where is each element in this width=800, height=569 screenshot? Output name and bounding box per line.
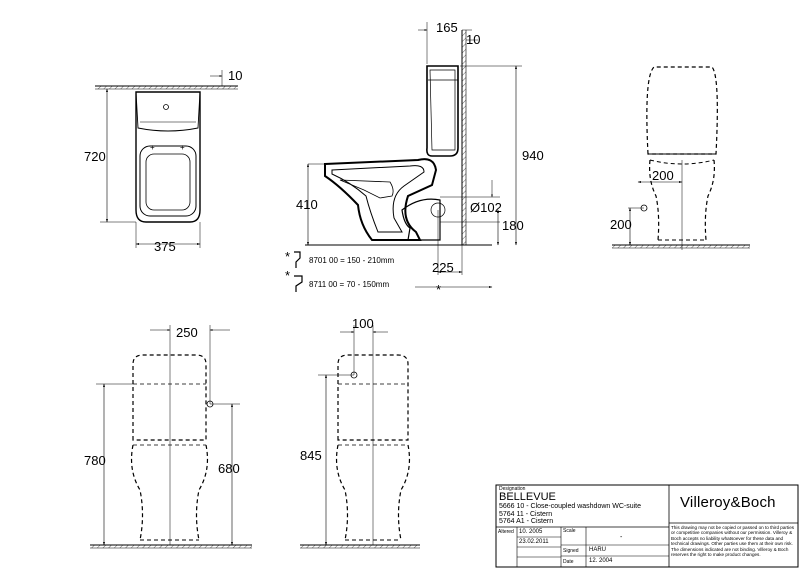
front-view-left: 250 780 680 xyxy=(84,325,252,549)
front-left-connection-label: 680 xyxy=(218,461,240,476)
altered-date-2: 23.02.2011 xyxy=(519,539,549,545)
product-line: 5666 10 - Close-coupled washdown WC-suit… xyxy=(499,503,642,510)
side-section-view: 165 10 940 410 Ø102 180 225 * * 8701 00 … xyxy=(285,20,544,297)
altered-date-1: 10. 2005 xyxy=(519,529,543,535)
plan-width-label: 375 xyxy=(154,239,176,254)
front-left-height-label: 780 xyxy=(84,453,106,468)
date-value: 12. 2004 xyxy=(589,558,613,564)
plan-view: + + 720 375 10 xyxy=(84,68,242,254)
side-outlet-diameter-label: Ø102 xyxy=(470,200,502,215)
side-outlet-height-label: 180 xyxy=(502,218,524,233)
altered-label: Altered xyxy=(498,529,514,535)
brand-logo: Villeroy&Boch xyxy=(680,494,776,511)
front-view-right: 100 845 xyxy=(300,316,420,549)
product-name: BELLEVUE xyxy=(499,491,556,503)
side-asterisk-bottom: * xyxy=(436,282,441,297)
side-top-offset-label: 165 xyxy=(436,20,458,35)
date-label: Date xyxy=(563,559,574,565)
fitting-b-icon xyxy=(294,275,303,292)
plan-wall-gap-label: 10 xyxy=(228,68,242,83)
rear-vertical-label: 200 xyxy=(610,217,632,232)
front-left-offset-label: 250 xyxy=(176,325,198,340)
side-seat-height-label: 410 xyxy=(296,197,318,212)
front-right-height-label: 845 xyxy=(300,448,322,463)
option-a-label: 8701 00 = 150 - 210mm xyxy=(309,256,395,265)
svg-text:+: + xyxy=(150,143,155,152)
option-a-asterisk: * xyxy=(285,249,290,264)
title-block-frame xyxy=(495,484,799,568)
rear-horizontal-label: 200 xyxy=(652,168,674,183)
scale-value: - xyxy=(620,534,623,541)
svg-text:+: + xyxy=(180,143,185,152)
plan-depth-label: 720 xyxy=(84,149,106,164)
fitting-a-icon xyxy=(294,251,301,268)
product-line: 5764 11 - Cistern xyxy=(499,510,553,518)
front-right-offset-label: 100 xyxy=(352,316,374,331)
side-outlet-distance-label: 225 xyxy=(432,260,454,275)
signed-value: HARU xyxy=(589,547,607,553)
disclaimer-text: This drawing may not be copied or passed… xyxy=(671,525,795,558)
product-lines: 5666 10 - Close-coupled washdown WC-suit… xyxy=(499,503,641,526)
side-total-height-label: 940 xyxy=(522,148,544,163)
option-b-label: 8711 00 = 70 - 150mm xyxy=(309,280,389,289)
designation-label: Designation xyxy=(499,486,526,492)
side-wall-gap-label: 10 xyxy=(466,32,480,47)
rear-view: 200 200 xyxy=(610,66,750,250)
signed-label: Signed xyxy=(563,548,579,554)
scale-label: Scale xyxy=(563,528,576,534)
product-line: 5764 A1 - Cistern xyxy=(499,518,554,525)
option-b-asterisk: * xyxy=(285,268,290,283)
